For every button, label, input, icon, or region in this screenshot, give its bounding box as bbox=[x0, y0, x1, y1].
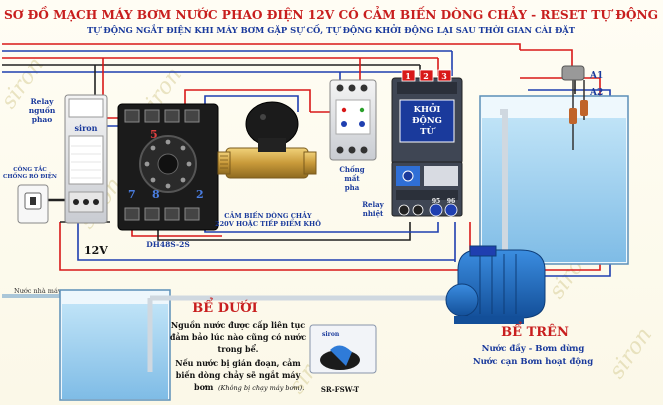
float-switch-brand: siron bbox=[322, 331, 340, 338]
wire-red bbox=[131, 228, 222, 237]
phase-guard: Chống mất pha bbox=[329, 79, 377, 192]
lower-tank-desc: Nếu nước bị gián đoạn, cảm bbox=[175, 358, 301, 368]
timer-pin-label: 2 bbox=[196, 188, 204, 201]
pump-head bbox=[445, 283, 479, 317]
sensor-label: 220V HOẶC TIẾP ĐIỂM KHÔ bbox=[215, 217, 321, 228]
contactor-terminal: 3 bbox=[441, 71, 447, 81]
flow-sensor: CẢM BIẾN DÒNG CHẢY 220V HOẶC TIẾP ĐIỂM K… bbox=[215, 101, 321, 228]
lower-tank-desc: trong bể. bbox=[218, 344, 259, 354]
relay-float-module: siron Relay nguồn phao bbox=[29, 94, 108, 224]
timer-pin-label: 8 bbox=[152, 188, 160, 201]
wire-red bbox=[520, 49, 573, 66]
switch-label: CÔNG TẮC bbox=[13, 165, 47, 173]
timer-relay: 5 7 8 2 DH48S-2S bbox=[117, 103, 219, 249]
contactor-label: TỪ bbox=[420, 125, 435, 137]
sensor-label: CẢM BIẾN DÒNG CHẢY bbox=[224, 210, 312, 220]
thermal-relay-label: nhiệt bbox=[363, 209, 384, 218]
watermark: siron bbox=[604, 323, 657, 383]
voltage-label: 12V bbox=[84, 244, 108, 257]
lower-tank-desc: đảm bảo lúc nào cũng có nước bbox=[170, 332, 306, 342]
upper-tank-desc: Nước cạn Bơm hoạt động bbox=[473, 356, 593, 367]
contactor-label: ĐỘNG bbox=[412, 114, 442, 126]
relay-float-label: nguồn bbox=[29, 106, 56, 115]
phase-guard-label: mất bbox=[344, 174, 360, 183]
contactor-terminal: 2 bbox=[423, 71, 429, 81]
wire-red bbox=[59, 222, 470, 271]
upper-tank-title: BỂ TRÊN bbox=[501, 321, 569, 340]
lower-tank-desc-note: (Không bị chạy máy bơm). bbox=[218, 384, 304, 392]
lower-tank: Nước nhà máy bbox=[2, 286, 460, 401]
upper-tank: A1 A2 bbox=[479, 65, 629, 265]
float-sensor-a1 bbox=[561, 65, 585, 150]
phase-guard-label: pha bbox=[345, 183, 360, 192]
relay-brand: siron bbox=[75, 123, 98, 133]
thermal-relay: 95 96 Relay nhiệt bbox=[362, 161, 463, 218]
wire-blue bbox=[77, 222, 455, 261]
upper-tank-desc: Nước đầy - Bơm dừng bbox=[482, 342, 585, 354]
thermal-relay-label: Relay bbox=[362, 200, 384, 209]
float-switch-model: SR-FSW-T bbox=[321, 385, 360, 394]
timer-pin-label: 5 bbox=[150, 128, 158, 141]
wire-blue bbox=[2, 71, 405, 78]
timer-pin-label: 7 bbox=[128, 188, 136, 201]
leakage-switch: CÔNG TẮC CHỐNG RÒ ĐIỆN bbox=[3, 165, 57, 224]
outlet-pipe bbox=[500, 109, 508, 262]
sensor-body bbox=[225, 147, 309, 179]
lower-tank-desc: bơm bbox=[194, 382, 214, 392]
wire-red bbox=[2, 43, 521, 50]
thermal-terminal: 95 bbox=[432, 198, 440, 205]
lower-tank-title: BỂ DƯỚI bbox=[192, 297, 257, 316]
diagram-title: SƠ ĐỒ MẠCH MÁY BƠM NƯỚC PHAO ĐIỆN 12V CÓ… bbox=[4, 5, 658, 22]
float-sensor-a2 bbox=[580, 80, 588, 120]
thermal-terminal: 96 bbox=[447, 198, 455, 205]
relay-float-label: Relay bbox=[30, 97, 54, 106]
diagram-subtitle: TỰ ĐỘNG NGẮT ĐIỆN KHI MÁY BƠM GẶP SỰ CỐ,… bbox=[87, 23, 576, 35]
timer-model: DH48S-2S bbox=[146, 240, 189, 249]
float-switch-product: siron SR-FSW-T bbox=[309, 324, 377, 394]
inlet-label: Nước nhà máy bbox=[14, 286, 62, 295]
lower-tank-desc: Nguồn nước được cấp liên tục bbox=[171, 320, 305, 330]
relay-float-label: phao bbox=[32, 115, 53, 124]
wire-blue bbox=[204, 95, 299, 112]
wire-black bbox=[157, 222, 411, 241]
contactor-terminal: 1 bbox=[405, 71, 411, 81]
phase-guard-label: Chống bbox=[339, 165, 364, 174]
contactor: 1 2 3 KHỞI ĐỘNG TỪ bbox=[391, 69, 463, 165]
sensor-label-a1: A1 bbox=[589, 71, 603, 81]
wire-red bbox=[184, 89, 311, 112]
contactor-label: KHỞI bbox=[414, 102, 441, 115]
water-pump bbox=[445, 245, 546, 324]
switch-label: CHỐNG RÒ ĐIỆN bbox=[3, 172, 57, 180]
sensor-label-a2: A2 bbox=[589, 88, 603, 98]
lower-tank-desc: biến dòng chảy sẽ ngắt máy bbox=[176, 370, 301, 380]
